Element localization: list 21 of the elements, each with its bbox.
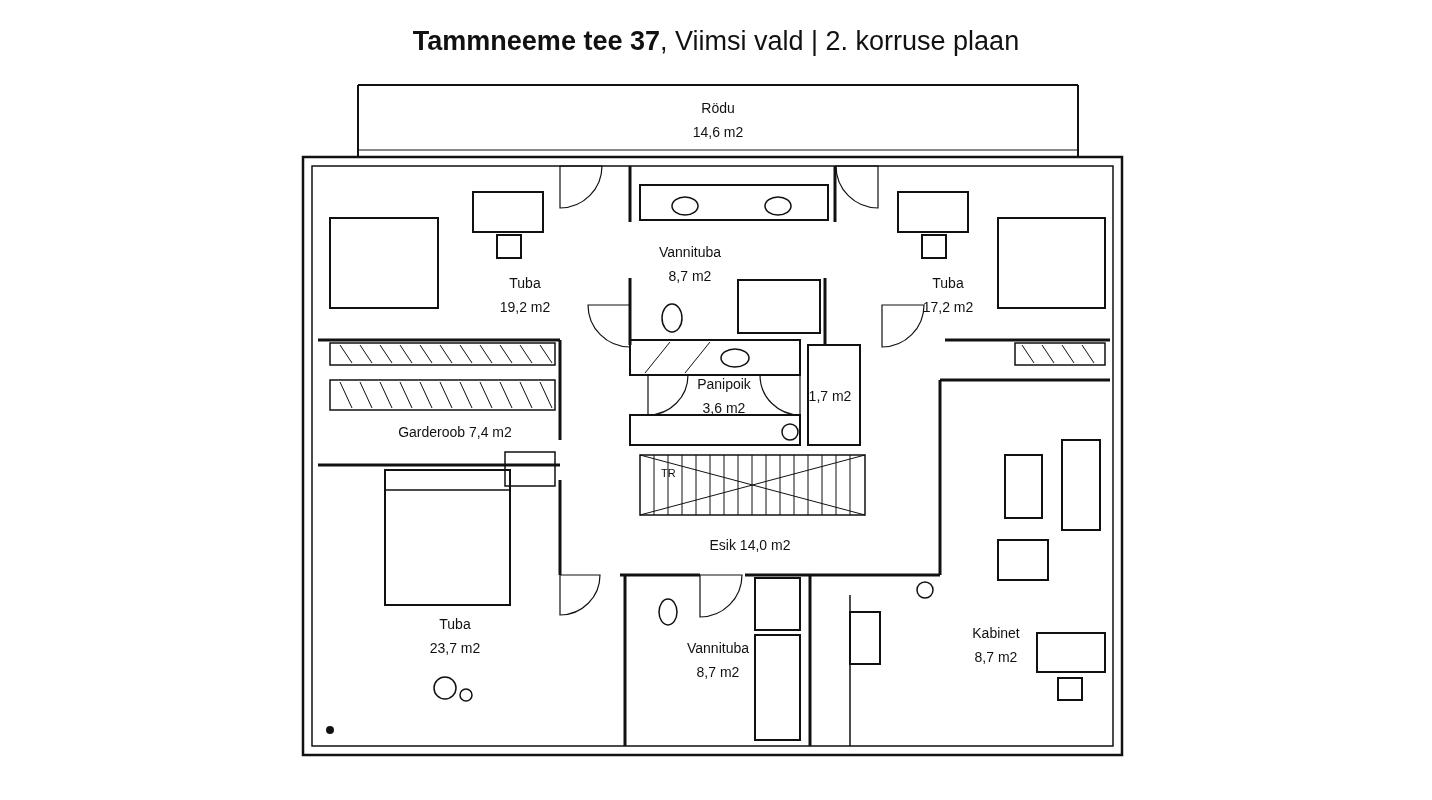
room-label: Esik 14,0 m2 bbox=[709, 536, 791, 555]
room-area: 8,7 m2 bbox=[668, 264, 712, 288]
room-area: 8,7 m2 bbox=[696, 660, 740, 684]
room-name: Tuba bbox=[509, 274, 541, 293]
room-name: Tuba bbox=[439, 615, 471, 634]
room-area: 17,2 m2 bbox=[922, 295, 974, 319]
plan-title: Tammneeme tee 37, Viimsi vald | 2. korruse plaan bbox=[412, 26, 1020, 56]
stair-label: TR bbox=[661, 467, 676, 479]
room-label: 1,7 m2 bbox=[808, 387, 852, 406]
room-name: Panipoik bbox=[697, 375, 751, 394]
room-area: 3,6 m2 bbox=[702, 396, 746, 420]
room-name: Vannituba bbox=[659, 243, 721, 262]
room-label: Garderoob 7,4 m2 bbox=[398, 423, 512, 442]
room-area: 23,7 m2 bbox=[429, 636, 481, 660]
room-name: Rödu bbox=[701, 99, 735, 118]
room-name: Tuba bbox=[932, 274, 964, 293]
room-name: Vannituba bbox=[687, 639, 749, 658]
room-area: 8,7 m2 bbox=[974, 645, 1018, 669]
room-area: 19,2 m2 bbox=[499, 295, 551, 319]
room-name: Kabinet bbox=[972, 624, 1020, 643]
room-area: 14,6 m2 bbox=[692, 120, 744, 144]
